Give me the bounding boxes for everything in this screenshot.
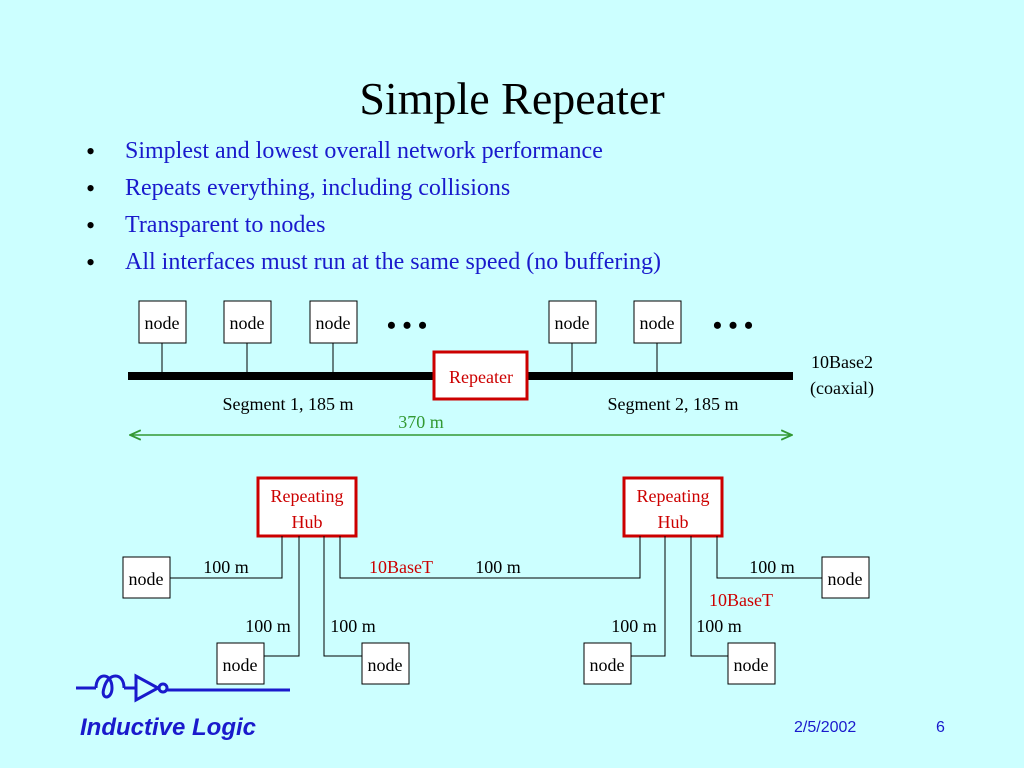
bus-node: node <box>633 300 682 344</box>
node-label: node <box>145 313 180 333</box>
bullet-text: Transparent to nodes <box>125 212 326 238</box>
utp-link <box>323 536 362 657</box>
link-length-label: 100 m <box>749 557 795 577</box>
bullet-list: • Simplest and lowest overall network per… <box>86 133 661 281</box>
repeating-hub: Repeating Hub <box>622 476 724 538</box>
hub-node: node <box>122 556 171 599</box>
node-label: node <box>230 313 265 333</box>
hub-to-hub-link <box>339 536 641 579</box>
hub-node: node <box>821 556 870 599</box>
link-length-label: 100 m <box>330 616 376 636</box>
hub-node: node <box>216 642 265 685</box>
bus-node: node <box>309 300 358 344</box>
segment-1-label: Segment 1, 185 m <box>223 394 354 414</box>
brand-name: Inductive Logic <box>80 714 257 741</box>
node-label: node <box>129 569 164 589</box>
slide-title: Simple Repeater <box>359 73 665 124</box>
link-length-label: 100 m <box>245 616 291 636</box>
ellipsis-icon: • • • <box>387 311 427 340</box>
bus-node: node <box>138 300 187 344</box>
hub-label-line2: Hub <box>658 512 689 532</box>
segment-2-label: Segment 2, 185 m <box>608 394 739 414</box>
node-label: node <box>640 313 675 333</box>
bus-node: node <box>548 300 597 344</box>
tech-label: 10BaseT <box>369 557 433 577</box>
bullet-dot-icon: • <box>86 174 96 203</box>
bullet-item: • Repeats everything, including collision… <box>86 170 661 207</box>
bullet-text: All interfaces must run at the same spee… <box>125 249 662 275</box>
node-label: node <box>368 655 403 675</box>
node-label: node <box>223 655 258 675</box>
utp-link <box>716 536 822 579</box>
bullet-dot-icon: • <box>86 211 96 240</box>
utp-link <box>264 536 300 657</box>
bullet-item: • Simplest and lowest overall network per… <box>86 133 661 170</box>
hub-node: node <box>583 642 632 685</box>
repeater-box: Repeater <box>432 350 529 401</box>
cable-type-sublabel: (coaxial) <box>810 378 874 399</box>
inductor-buffer-logo-icon <box>76 673 290 703</box>
node-label: node <box>316 313 351 333</box>
link-length-label: 100 m <box>475 557 521 577</box>
node-label: node <box>734 655 769 675</box>
tech-label: 10BaseT <box>709 590 773 610</box>
link-length-label: 100 m <box>611 616 657 636</box>
hub-node: node <box>727 642 776 685</box>
link-length-label: 100 m <box>696 616 742 636</box>
bullet-text: Simplest and lowest overall network perf… <box>125 138 603 164</box>
utp-link <box>631 536 666 657</box>
node-label: node <box>590 655 625 675</box>
bullet-text: Repeats everything, including collisions <box>125 175 511 201</box>
hub-node: node <box>361 642 410 685</box>
bullet-dot-icon: • <box>86 248 96 277</box>
repeating-hub: Repeating Hub <box>256 476 358 538</box>
node-label: node <box>555 313 590 333</box>
bullet-item: • Transparent to nodes <box>86 207 661 244</box>
span-length-label: 370 m <box>398 412 444 432</box>
utp-link <box>170 536 283 579</box>
ellipsis-icon: • • • <box>713 311 753 340</box>
bullet-item: • All interfaces must run at the same spe… <box>86 244 661 281</box>
node-label: node <box>828 569 863 589</box>
hub-label-line1: Repeating <box>637 486 710 506</box>
footer-date: 2/5/2002 <box>794 719 857 736</box>
page-number: 6 <box>936 719 945 736</box>
cable-type-label: 10Base2 <box>811 352 873 372</box>
bus-node: node <box>223 300 272 344</box>
bullet-dot-icon: • <box>86 137 96 166</box>
link-length-label: 100 m <box>203 557 249 577</box>
utp-link <box>690 536 728 657</box>
repeater-label: Repeater <box>449 367 513 387</box>
hub-label-line2: Hub <box>292 512 323 532</box>
hub-label-line1: Repeating <box>271 486 344 506</box>
